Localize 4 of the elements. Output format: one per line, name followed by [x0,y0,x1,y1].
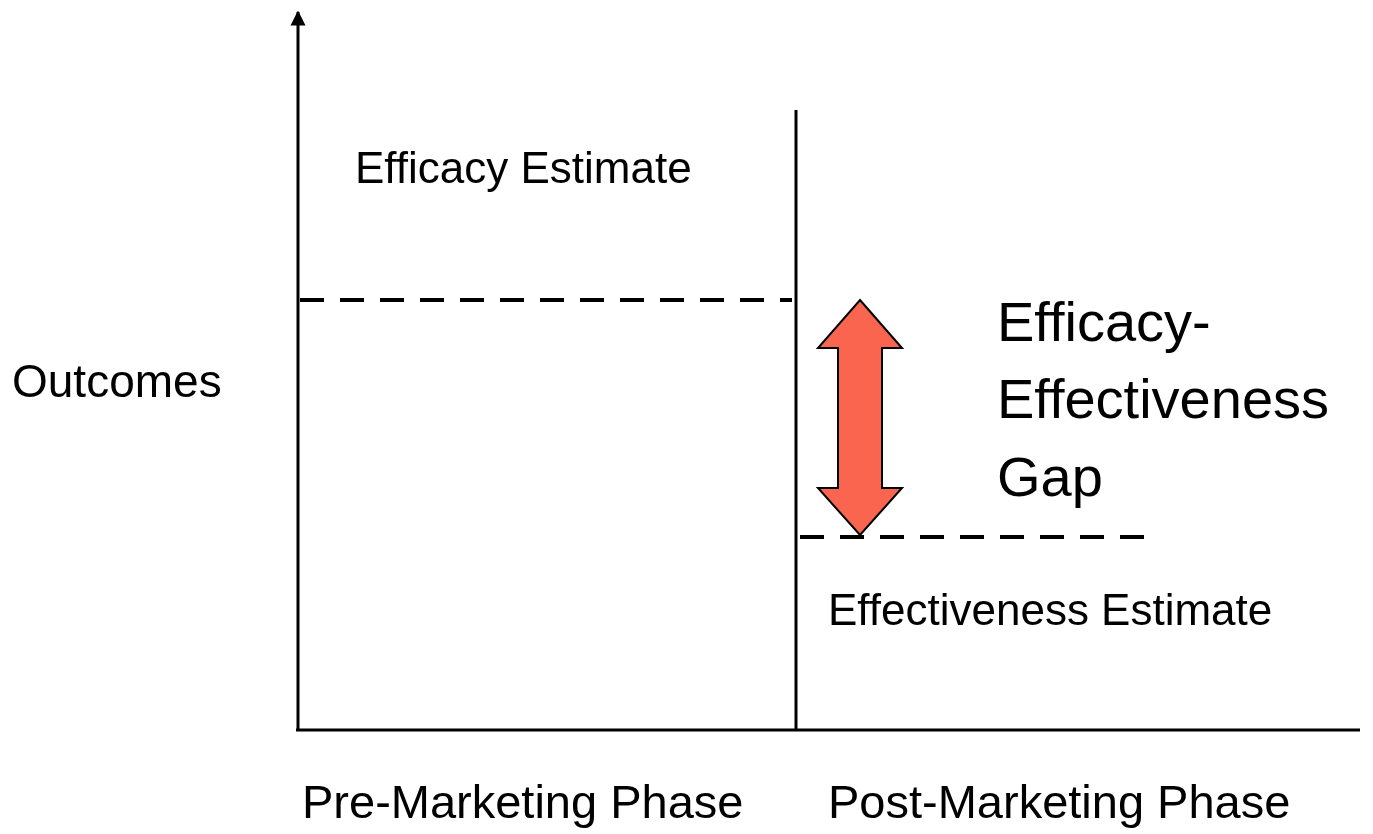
estimate-label: Effectiveness Estimate [828,588,1273,632]
estimate-label: Efficacy Estimate [355,146,692,190]
gap-label: Efficacy- Effectiveness Gap [997,289,1331,510]
axis-label: Outcomes [12,358,222,404]
